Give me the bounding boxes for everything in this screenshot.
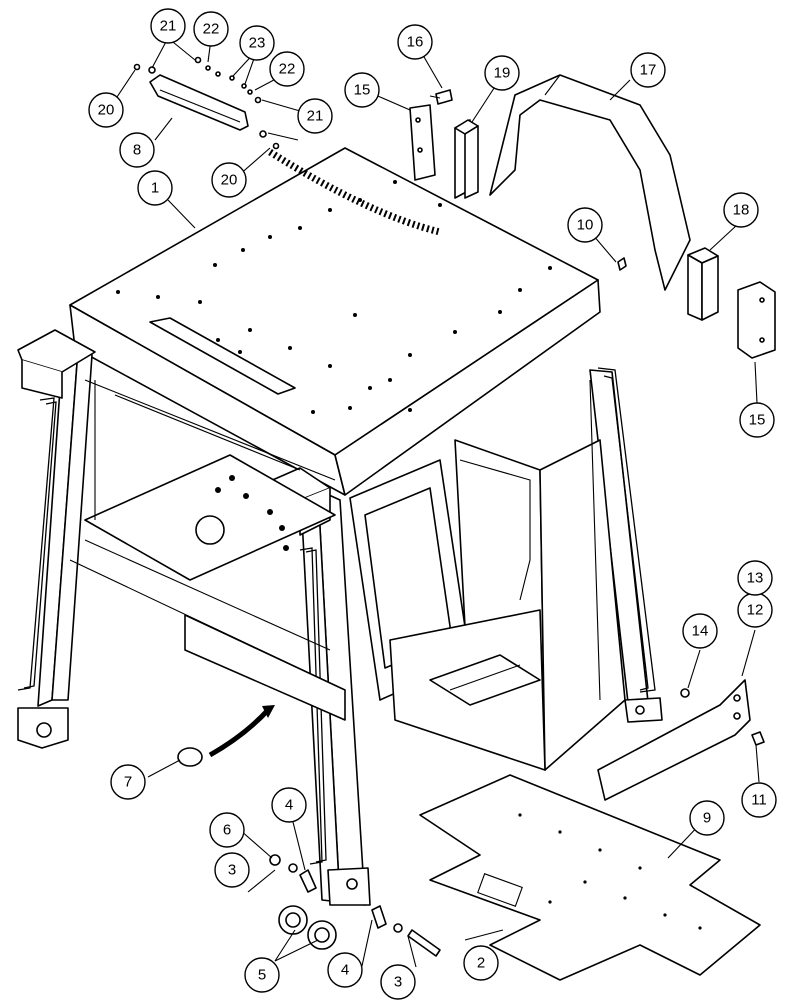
nut-14 xyxy=(680,688,690,698)
callout-label: 7 xyxy=(124,774,132,791)
callout-14: 14 xyxy=(682,613,718,649)
callout-3a: 3 xyxy=(214,852,250,888)
spacer-19 xyxy=(454,119,479,199)
callout-label: 12 xyxy=(747,602,764,619)
callout-label: 1 xyxy=(151,180,159,197)
callout-label: 2 xyxy=(477,955,485,972)
callout-22a: 22 xyxy=(193,11,229,47)
callout-label: 23 xyxy=(249,35,266,52)
callout-label: 15 xyxy=(354,82,371,99)
grab-handle xyxy=(133,56,280,150)
bolt-11 xyxy=(751,731,765,746)
callout-label: 4 xyxy=(285,797,293,814)
callout-22b: 22 xyxy=(269,51,305,87)
callout-16: 16 xyxy=(397,24,433,60)
callout-21b: 21 xyxy=(297,98,333,134)
callout-3b: 3 xyxy=(380,964,416,1000)
bolt-16 xyxy=(429,89,453,105)
callout-label: 11 xyxy=(751,792,767,809)
callout-6: 6 xyxy=(209,812,245,848)
callout-label: 10 xyxy=(577,217,594,234)
callout-10: 10 xyxy=(567,207,603,243)
washer-3-upper xyxy=(288,863,298,873)
callout-9: 9 xyxy=(689,800,725,836)
callout-18: 18 xyxy=(723,192,759,228)
callout-label: 16 xyxy=(407,34,424,51)
callout-17: 17 xyxy=(630,52,666,88)
callout-label: 20 xyxy=(98,102,115,119)
rear-bracket xyxy=(597,679,751,801)
nut-6 xyxy=(269,854,281,866)
callout-label: 17 xyxy=(640,62,657,79)
callout-21a: 21 xyxy=(150,8,186,44)
callout-label: 6 xyxy=(223,822,231,839)
screw-10 xyxy=(617,257,627,271)
callout-7: 7 xyxy=(110,764,146,800)
callout-label: 9 xyxy=(703,810,711,827)
callout-15a: 15 xyxy=(344,72,380,108)
callout-label: 4 xyxy=(341,962,349,979)
bolt-2 xyxy=(407,929,441,957)
callout-12: 12 xyxy=(737,592,773,628)
callout-13: 13 xyxy=(737,560,773,596)
bracket-15-lower xyxy=(737,281,776,359)
callout-label: 20 xyxy=(221,172,238,189)
callout-label: 15 xyxy=(749,412,766,429)
bracket-15-upper xyxy=(409,104,436,181)
callout-15b: 15 xyxy=(739,402,775,438)
spacer-18 xyxy=(687,247,719,321)
callout-label: 8 xyxy=(133,142,141,159)
callout-label: 5 xyxy=(258,967,266,984)
leaders xyxy=(114,37,760,968)
spacer-4-lower xyxy=(371,905,387,929)
callout-label: 19 xyxy=(494,65,511,82)
callout-11: 11 xyxy=(741,782,777,818)
callout-2: 2 xyxy=(463,945,499,981)
spacer-4-upper xyxy=(299,869,317,893)
callout-20a: 20 xyxy=(88,92,124,128)
callout-label: 14 xyxy=(692,623,709,640)
guard xyxy=(489,74,691,291)
floor-mat xyxy=(419,774,761,981)
callout-4a: 4 xyxy=(271,787,307,823)
callout-8: 8 xyxy=(119,132,155,168)
callout-label: 3 xyxy=(228,862,236,879)
callout-label: 13 xyxy=(747,570,764,587)
callout-23: 23 xyxy=(239,25,275,61)
callout-label: 22 xyxy=(279,61,296,78)
callout-19: 19 xyxy=(484,55,520,91)
cab-frame xyxy=(17,147,663,906)
callout-20b: 20 xyxy=(211,162,247,198)
callout-label: 18 xyxy=(733,202,750,219)
callout-label: 22 xyxy=(203,21,220,38)
callout-label: 21 xyxy=(160,18,177,35)
callout-4b: 4 xyxy=(327,952,363,988)
callout-1: 1 xyxy=(137,170,173,206)
callout-5: 5 xyxy=(244,957,280,993)
callout-label: 3 xyxy=(394,974,402,991)
callout-label: 21 xyxy=(307,108,324,125)
washer-3-lower xyxy=(393,923,403,933)
cap-7 xyxy=(177,705,275,767)
